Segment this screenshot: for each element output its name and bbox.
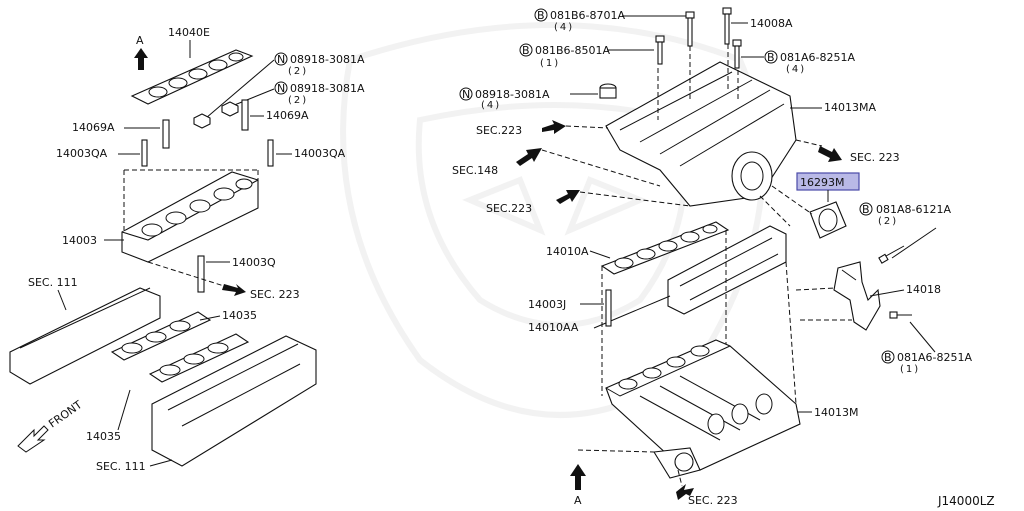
label-14003j: 14003J: [528, 298, 566, 311]
section-ref-111-bottom: SEC. 111: [96, 460, 146, 473]
callout-b-081a6-8251a-bottom: B 081A6-8251A (1): [881, 321, 972, 375]
stud-icon: [162, 99, 249, 149]
section-ref-223-left: SEC. 223: [250, 288, 300, 301]
svg-text:B: B: [767, 51, 775, 64]
callout-n-08918-3: N 08918-3081A (4): [459, 87, 598, 111]
svg-text:(2): (2): [288, 95, 308, 106]
svg-text:FRONT: FRONT: [46, 398, 84, 430]
svg-text:B: B: [522, 44, 530, 57]
svg-text:08918-3081A: 08918-3081A: [290, 53, 365, 66]
svg-text:(1): (1): [540, 58, 560, 69]
cylinder-head-lower: [151, 335, 317, 467]
label-14040e: 14040E: [168, 26, 210, 39]
label-14013m: 14013M: [814, 406, 858, 419]
svg-text:(2): (2): [288, 66, 308, 77]
section-ref-223-a: SEC.223: [476, 124, 522, 137]
svg-text:(1): (1): [900, 364, 920, 375]
svg-text:A: A: [136, 34, 144, 47]
svg-text:(2): (2): [878, 216, 898, 227]
callout-b-081b6-8501a: B 081B6-8501A (1): [519, 43, 654, 69]
gasket-14035-top: [110, 311, 212, 361]
svg-text:081A8-6121A: 081A8-6121A: [876, 203, 951, 216]
label-14003qa-right: 14003QA: [294, 147, 346, 160]
label-14035-bottom: 14035: [86, 430, 121, 443]
label-14008a: 14008A: [750, 17, 793, 30]
gasket-14040e: [130, 49, 254, 105]
label-14018: 14018: [906, 283, 941, 296]
part-label-16293m-highlighted[interactable]: 16293M: [796, 172, 860, 191]
arrow-sec-223-left: [222, 284, 246, 296]
bolt-icon: [878, 245, 912, 319]
svg-text:(4): (4): [554, 22, 574, 33]
arrow-sec-223-bottom: [676, 484, 694, 500]
bracket-14018: [833, 261, 881, 331]
nut-icon: [599, 83, 617, 99]
svg-text:B: B: [862, 203, 870, 216]
stud-icon: [197, 255, 205, 293]
svg-text:(4): (4): [786, 64, 806, 75]
svg-text:081B6-8701A: 081B6-8701A: [550, 9, 626, 22]
svg-text:081B6-8501A: 081B6-8501A: [535, 44, 611, 57]
nut-icon: [193, 101, 239, 129]
svg-text:N: N: [277, 53, 285, 66]
section-ref-223-right: SEC. 223: [850, 151, 900, 164]
svg-text:081A6-8251A: 081A6-8251A: [897, 351, 972, 364]
svg-text:08918-3081A: 08918-3081A: [290, 82, 365, 95]
svg-text:08918-3081A: 08918-3081A: [475, 88, 550, 101]
svg-text:081A6-8251A: 081A6-8251A: [780, 51, 855, 64]
callout-n-08918-2: N 08918-3081A (2): [231, 81, 365, 107]
stud-icon: [605, 289, 612, 327]
label-14010a: 14010A: [546, 245, 589, 258]
intake-manifold-14013m: [605, 339, 801, 479]
arrow-sec-223-right: [818, 146, 842, 162]
view-arrow-a-top: A: [134, 34, 148, 70]
section-ref-111-top: SEC. 111: [28, 276, 78, 289]
cylinder-head-upper: [9, 287, 161, 385]
stud-icon: [141, 139, 148, 167]
label-14003q: 14003Q: [232, 256, 276, 269]
callout-b-081b6-8701a: B 081B6-8701A (4): [534, 8, 686, 33]
label-14010aa: 14010AA: [528, 321, 579, 334]
label-14069a-left: 14069A: [72, 121, 115, 134]
bolt-icon: [655, 7, 742, 69]
label-14013ma: 14013MA: [824, 101, 876, 114]
section-ref-148: SEC.148: [452, 164, 498, 177]
callout-b-081a6-8251a-top: B 081A6-8251A (4): [741, 50, 855, 75]
svg-text:(4): (4): [481, 100, 501, 111]
label-14035-top: 14035: [222, 309, 257, 322]
label-14003qa-left: 14003QA: [56, 147, 108, 160]
intake-manifold-14013ma: [605, 61, 797, 207]
front-direction-arrow: FRONT: [17, 398, 85, 453]
svg-text:B: B: [884, 351, 892, 364]
label-14003: 14003: [62, 234, 97, 247]
section-ref-223-bottom: SEC. 223: [688, 494, 738, 507]
svg-text:B: B: [537, 9, 545, 22]
label-14069a-right: 14069A: [266, 109, 309, 122]
svg-text:N: N: [462, 88, 470, 101]
drawing-code: J14000LZ: [937, 494, 995, 508]
section-ref-223-b: SEC.223: [486, 202, 532, 215]
svg-text:N: N: [277, 82, 285, 95]
stud-icon: [267, 139, 274, 167]
callout-b-081a8-6121a: B 081A8-6121A (2): [859, 202, 951, 259]
arrow-sec-223-b: [556, 190, 580, 204]
arrow-sec-148: [516, 148, 542, 166]
callout-n-08918-1: N 08918-3081A (2): [205, 52, 365, 119]
gasket-14035-bottom: [148, 333, 250, 383]
svg-text:16293M: 16293M: [800, 176, 844, 189]
view-arrow-a-bottom: A: [570, 449, 655, 507]
gasket-14010a: [600, 221, 730, 275]
svg-text:A: A: [574, 494, 582, 507]
arrow-sec-223-a: [542, 120, 566, 134]
intake-collector-14003: [121, 171, 259, 263]
gasket-16293m: [809, 201, 847, 239]
